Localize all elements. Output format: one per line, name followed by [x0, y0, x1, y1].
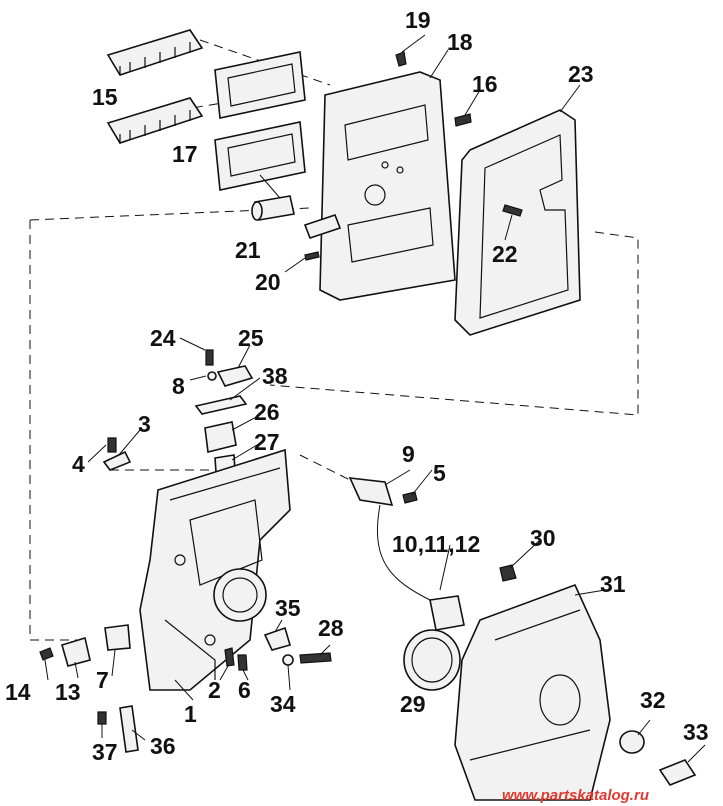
label-22: 22: [492, 241, 518, 267]
label-38: 38: [262, 363, 288, 389]
label-36: 36: [150, 733, 176, 759]
label-37: 37: [92, 739, 118, 765]
fastener-33: [658, 759, 697, 786]
reed-gasket-bottom: [214, 121, 306, 191]
grommet-32: [619, 730, 645, 754]
gasket-7: [104, 624, 131, 651]
reed-block-bottom: [106, 97, 204, 144]
sensor-bracket-25: [216, 365, 254, 387]
part-labels: 15 17 19 18 16 23 21 20 22 24 25 8 38 26…: [5, 7, 709, 765]
link-35: [263, 626, 291, 651]
screw-6: [237, 654, 248, 671]
tube-fitting: [251, 195, 295, 221]
watermark-text: www.partskatalog.ru: [502, 787, 649, 804]
reed-block-top: [106, 29, 204, 76]
silencer-cover: [454, 583, 611, 801]
screw-16: [454, 113, 472, 127]
washer-34: [282, 654, 294, 666]
label-31: 31: [600, 571, 626, 597]
clip-3: [102, 450, 132, 471]
label-1: 1: [184, 701, 197, 727]
label-17: 17: [172, 141, 198, 167]
small-pin: [304, 251, 320, 261]
leader-lines: [44, 34, 706, 763]
label-14: 14: [5, 679, 31, 705]
bolt-28: [299, 652, 332, 664]
label-21: 21: [235, 237, 261, 263]
label-32: 32: [640, 687, 666, 713]
label-7: 7: [96, 667, 109, 693]
label-29: 29: [400, 691, 426, 717]
screw-4: [107, 437, 117, 453]
screw-14: [39, 647, 54, 661]
sensor-26: [204, 421, 237, 453]
label-10-11-12: 10,11,12: [392, 531, 480, 557]
label-19: 19: [405, 7, 431, 33]
label-23: 23: [568, 61, 594, 87]
adapter-plate: [319, 71, 456, 301]
label-18: 18: [447, 29, 473, 55]
label-20: 20: [255, 269, 281, 295]
label-26: 26: [254, 399, 280, 425]
reed-gasket-top: [214, 51, 306, 119]
label-2: 2: [208, 677, 221, 703]
screw-22: [502, 204, 523, 217]
sensor-9: [348, 477, 394, 506]
bracket-38: [194, 395, 248, 415]
strap-36: [119, 705, 139, 753]
spring-2: [224, 647, 235, 667]
screw-24: [205, 349, 214, 366]
sensor-13: [61, 636, 91, 667]
screw-37: [97, 711, 107, 725]
label-24: 24: [150, 325, 176, 351]
label-4: 4: [72, 451, 85, 477]
label-16: 16: [472, 71, 498, 97]
harness-connector: [429, 595, 465, 631]
label-6: 6: [238, 677, 251, 703]
screw-19: [395, 51, 407, 67]
label-33: 33: [683, 719, 709, 745]
label-5: 5: [433, 460, 446, 486]
label-13: 13: [55, 679, 81, 705]
label-30: 30: [530, 525, 556, 551]
plate-fitting: [303, 213, 342, 240]
label-3: 3: [138, 411, 151, 437]
label-25: 25: [238, 325, 264, 351]
washer-8: [207, 371, 217, 381]
label-15: 15: [92, 84, 118, 110]
label-34: 34: [270, 691, 296, 717]
label-27: 27: [254, 429, 280, 455]
cover-gasket: [454, 109, 581, 336]
label-9: 9: [402, 441, 415, 467]
label-28: 28: [318, 615, 344, 641]
label-35: 35: [275, 595, 301, 621]
screw-5: [402, 491, 418, 504]
label-8: 8: [172, 373, 185, 399]
nut-30: [499, 564, 517, 582]
throttle-body: [139, 448, 291, 691]
